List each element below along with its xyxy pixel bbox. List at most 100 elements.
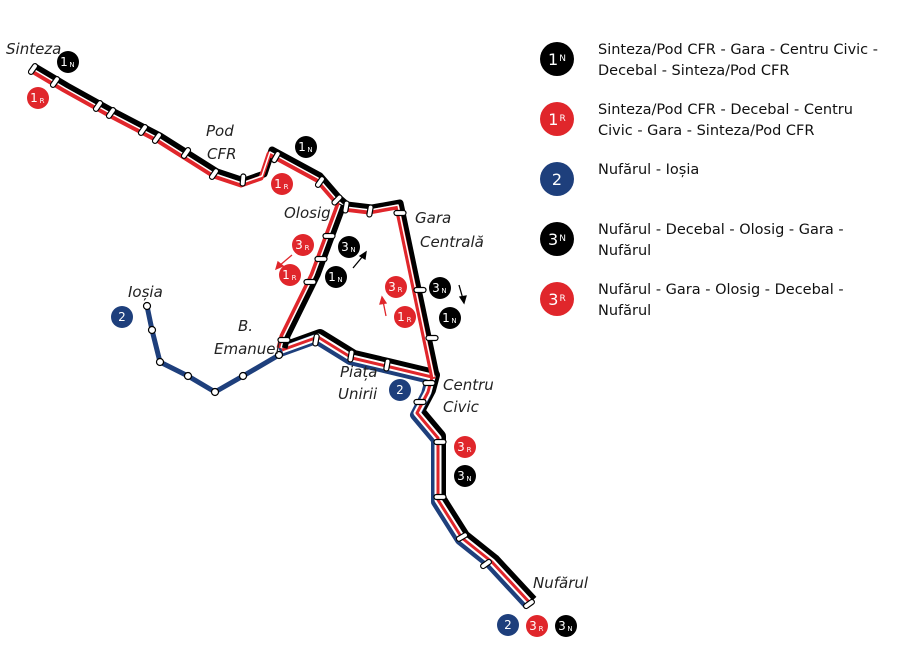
badge-direction: R xyxy=(407,316,412,324)
station-stop[interactable] xyxy=(413,286,427,294)
badge-number: 2 xyxy=(118,310,126,324)
legend-badge-number: 1 xyxy=(548,109,559,129)
station-label-centru-civic: Civic xyxy=(443,398,480,416)
station-stop[interactable] xyxy=(105,107,117,120)
badge-number: 1 xyxy=(442,311,450,325)
station-stop[interactable] xyxy=(393,209,407,217)
station-stop[interactable] xyxy=(433,493,447,501)
station-label-centru-civic: Centru xyxy=(443,376,494,394)
station-stop[interactable] xyxy=(238,371,248,381)
station-stop[interactable] xyxy=(314,255,328,263)
station-stop[interactable] xyxy=(342,200,350,214)
station-stop[interactable] xyxy=(183,371,193,381)
station-stop[interactable] xyxy=(331,194,343,206)
route-badge-2[interactable]: 2 xyxy=(497,614,519,636)
legend-route-description: Sinteza/Pod CFR - Gara - Centru Civic - … xyxy=(598,42,878,79)
station-stop[interactable] xyxy=(239,173,247,187)
legend-badge-direction: N xyxy=(559,54,566,64)
badge-number: 3 xyxy=(432,281,440,295)
badge-direction: R xyxy=(284,183,289,191)
station-stop[interactable] xyxy=(151,132,163,145)
badge-circle xyxy=(292,234,314,256)
badge-circle xyxy=(27,87,49,109)
trunk-south xyxy=(278,329,537,609)
station-stop[interactable] xyxy=(49,76,61,89)
station-stop[interactable] xyxy=(422,379,436,387)
badge-circle xyxy=(271,173,293,195)
badge-number: 3 xyxy=(558,619,566,633)
arrow-icon xyxy=(379,295,388,317)
badge-direction: R xyxy=(467,446,472,454)
station-stop[interactable] xyxy=(92,100,104,113)
legend-badge-number: 3 xyxy=(548,289,559,309)
badge-number: 3 xyxy=(295,238,303,252)
route-badge-2[interactable]: 2 xyxy=(111,306,133,328)
badge-circle xyxy=(454,436,476,458)
station-stop[interactable] xyxy=(155,357,165,367)
station-stop[interactable] xyxy=(180,147,192,160)
station-stop[interactable] xyxy=(322,232,336,240)
station-stop[interactable] xyxy=(142,301,152,311)
station-stop[interactable] xyxy=(347,349,355,363)
badge-number: 1 xyxy=(30,91,38,105)
station-stop[interactable] xyxy=(147,325,157,335)
legend-badge-number: 1 xyxy=(548,49,559,69)
legend-badge-direction: R xyxy=(559,294,566,304)
station-label-gara: Centrală xyxy=(420,233,484,251)
legend-badge-number: 3 xyxy=(548,229,559,249)
badge-number: 3 xyxy=(388,280,396,294)
badge-circle xyxy=(279,264,301,286)
station-stop[interactable] xyxy=(303,278,317,286)
station-stop[interactable] xyxy=(455,532,469,542)
station-stop[interactable] xyxy=(271,150,281,164)
station-stop[interactable] xyxy=(137,124,149,137)
route-badge-2[interactable]: 2 xyxy=(389,379,411,401)
station-stop[interactable] xyxy=(523,598,536,610)
badge-number: 1 xyxy=(274,177,282,191)
stations-line-2 xyxy=(142,301,284,397)
station-stop[interactable] xyxy=(312,333,320,347)
station-stop[interactable] xyxy=(208,168,220,181)
station-label-piata-unirii: Unirii xyxy=(338,385,378,403)
arrow-icon xyxy=(274,254,293,271)
station-stop[interactable] xyxy=(383,358,391,372)
badge-number: 2 xyxy=(396,383,404,397)
station-stop[interactable] xyxy=(274,350,284,360)
station-stop[interactable] xyxy=(480,558,493,570)
station-stop[interactable] xyxy=(433,438,447,446)
badge-circle xyxy=(497,614,519,636)
badge-direction: N xyxy=(307,146,312,154)
arrow-icon xyxy=(458,284,467,305)
station-stop[interactable] xyxy=(277,336,291,344)
station-stop[interactable] xyxy=(27,63,39,76)
badge-direction: R xyxy=(40,97,45,105)
station-label-iosia: Ioșia xyxy=(128,283,163,301)
station-stop[interactable] xyxy=(425,334,439,342)
station-stop[interactable] xyxy=(314,176,326,189)
station-stop[interactable] xyxy=(413,398,427,406)
station-stop[interactable] xyxy=(210,387,220,397)
station-stop[interactable] xyxy=(366,204,374,218)
station-label-b-emanuel: Emanuel xyxy=(214,340,281,358)
